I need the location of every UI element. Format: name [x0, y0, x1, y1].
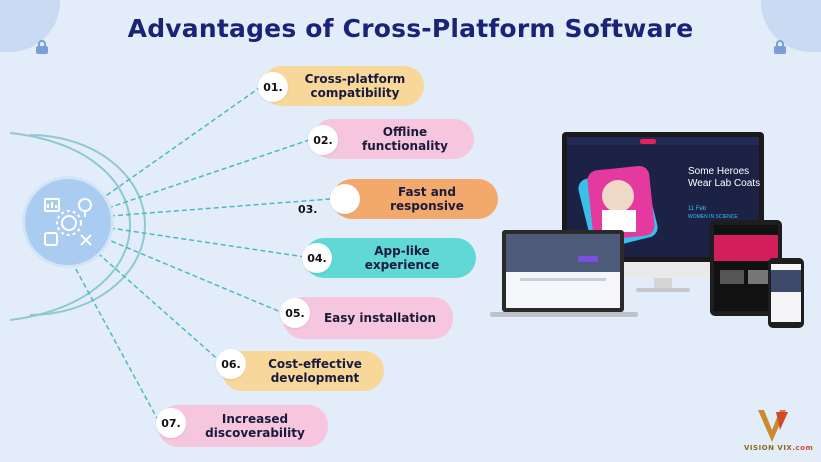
advantage-item-4: App-like experience — [304, 238, 476, 278]
advantage-label: Offline functionality — [362, 125, 448, 153]
advantage-item-5: Easy installation — [283, 297, 453, 339]
advantage-label: Increased discoverability — [205, 412, 305, 440]
brand-name: VISION VIX.com — [744, 444, 814, 452]
monitor-date: 11 Feb — [688, 206, 707, 212]
advantage-number: 02. — [308, 125, 338, 155]
tablet-device — [710, 220, 782, 316]
lock-icon — [774, 40, 786, 54]
advantage-label: App-like experience — [364, 244, 440, 272]
advantage-number: 03. — [298, 203, 318, 216]
advantage-item-6: Cost-effective development — [222, 351, 384, 391]
monitor-headline-accent: Wear Lab Coats — [688, 178, 760, 189]
advantage-dot — [330, 184, 360, 214]
advantage-number: 01. — [258, 72, 288, 102]
advantage-item-2: Offline functionality — [312, 119, 474, 159]
devices-illustration: Some Heroes Wear Lab Coats 11 Feb WOMEN … — [490, 132, 804, 328]
monitor-headline: Some Heroes — [688, 166, 749, 177]
phone-device — [768, 258, 804, 328]
advantage-label: Fast and responsive — [390, 185, 464, 213]
laptop-device — [490, 230, 638, 317]
integration-icon — [44, 198, 92, 246]
advantage-number: 07. — [156, 408, 186, 438]
advantage-label: Cross-platform compatibility — [304, 72, 406, 100]
advantage-number: 06. — [216, 349, 246, 379]
advantage-label: Cost-effective development — [268, 357, 362, 385]
advantage-item-1: Cross-platform compatibility — [262, 66, 424, 106]
monitor-subline: WOMEN IN SCIENCE — [688, 214, 738, 220]
advantage-number: 05. — [280, 298, 310, 328]
advantage-item-3: Fast and responsive — [332, 179, 498, 219]
lock-icon — [36, 40, 48, 54]
advantage-label: Easy installation — [323, 311, 437, 325]
brand-logo — [758, 410, 788, 442]
page-title: Advantages of Cross-Platform Software — [127, 14, 694, 43]
advantage-item-7: Increased discoverability — [158, 405, 328, 447]
central-hub — [22, 176, 114, 268]
advantage-number: 04. — [302, 243, 332, 273]
